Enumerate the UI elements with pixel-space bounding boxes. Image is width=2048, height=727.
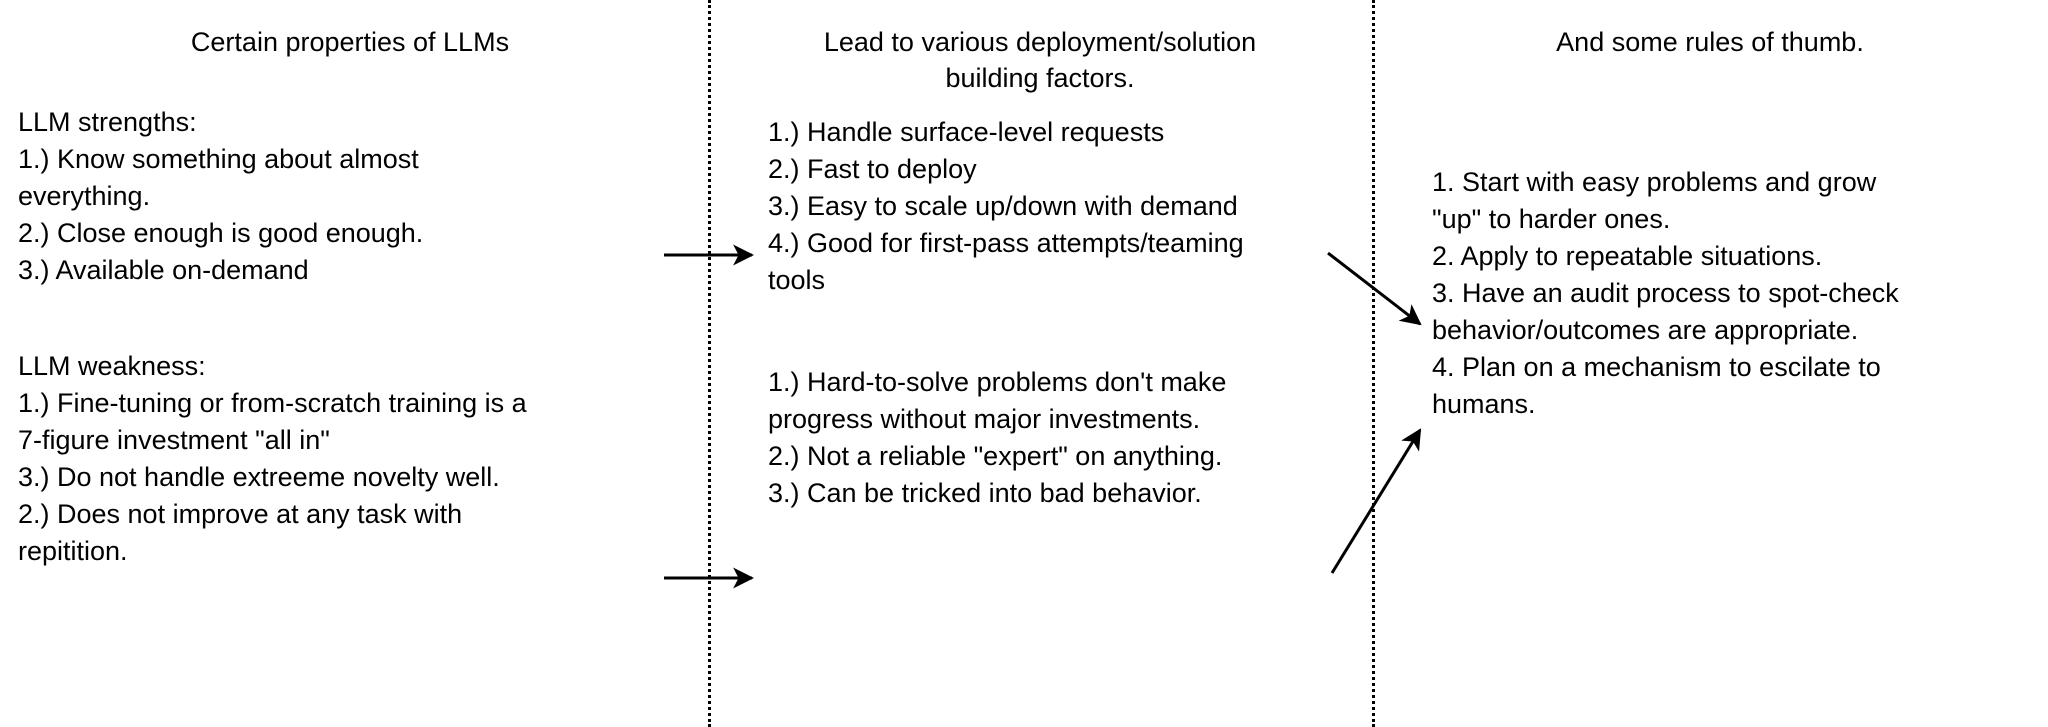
column-divider-right <box>1372 0 1375 727</box>
column-divider-left <box>708 0 711 727</box>
llm-strengths-list: LLM strengths: 1.) Know something about … <box>18 107 424 285</box>
column-heading-factors: Lead to various deployment/solution buil… <box>823 27 1257 93</box>
llm-weakness-list: LLM weakness: 1.) Fine-tuning or from-sc… <box>18 351 527 566</box>
deployment-factors-lower-list: 1.) Hard-to-solve problems don't make pr… <box>768 367 1227 508</box>
rules-of-thumb-list: 1. Start with easy problems and grow "up… <box>1432 167 1899 419</box>
column-heading-properties: Certain properties of LLMs <box>190 27 510 57</box>
column-heading-rules-of-thumb: And some rules of thumb. <box>1556 27 1864 57</box>
deployment-factors-upper-list: 1.) Handle surface-level requests 2.) Fa… <box>768 117 1244 295</box>
